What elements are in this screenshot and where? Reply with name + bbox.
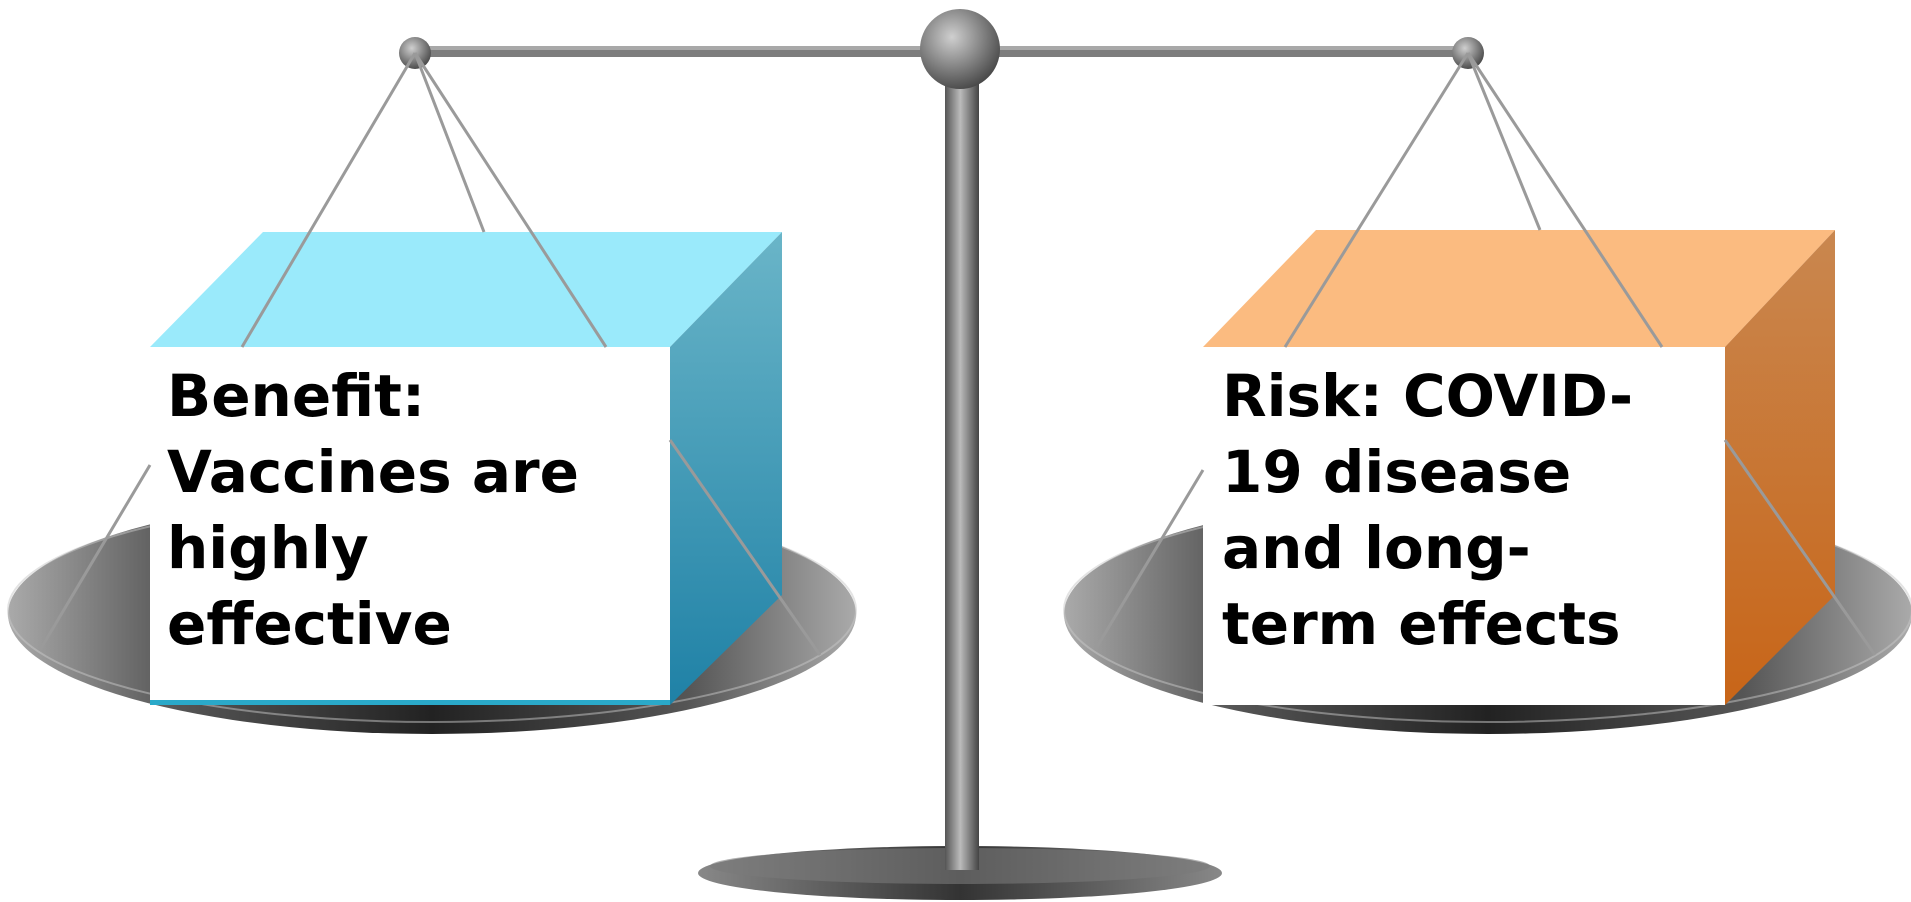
risk-line-2: 19 disease <box>1222 438 1572 506</box>
risk-line-3: and long- <box>1222 514 1531 582</box>
risk-line-1: Risk: COVID- <box>1222 362 1634 430</box>
risk-line-4: term effects <box>1222 590 1621 658</box>
benefit-line-2: Vaccines are <box>167 438 579 506</box>
risk-label: Risk: COVID- 19 disease and long- term e… <box>1222 358 1633 662</box>
benefit-line-1: Benefit: <box>167 362 426 430</box>
benefit-line-3: highly <box>167 514 369 582</box>
right-pan <box>1063 52 1911 734</box>
scale-pole <box>945 80 979 870</box>
benefit-label: Benefit: Vaccines are highly effective <box>167 358 579 662</box>
scale-top-knob <box>920 9 1000 89</box>
benefit-line-4: effective <box>167 590 452 658</box>
left-pan <box>7 52 857 734</box>
